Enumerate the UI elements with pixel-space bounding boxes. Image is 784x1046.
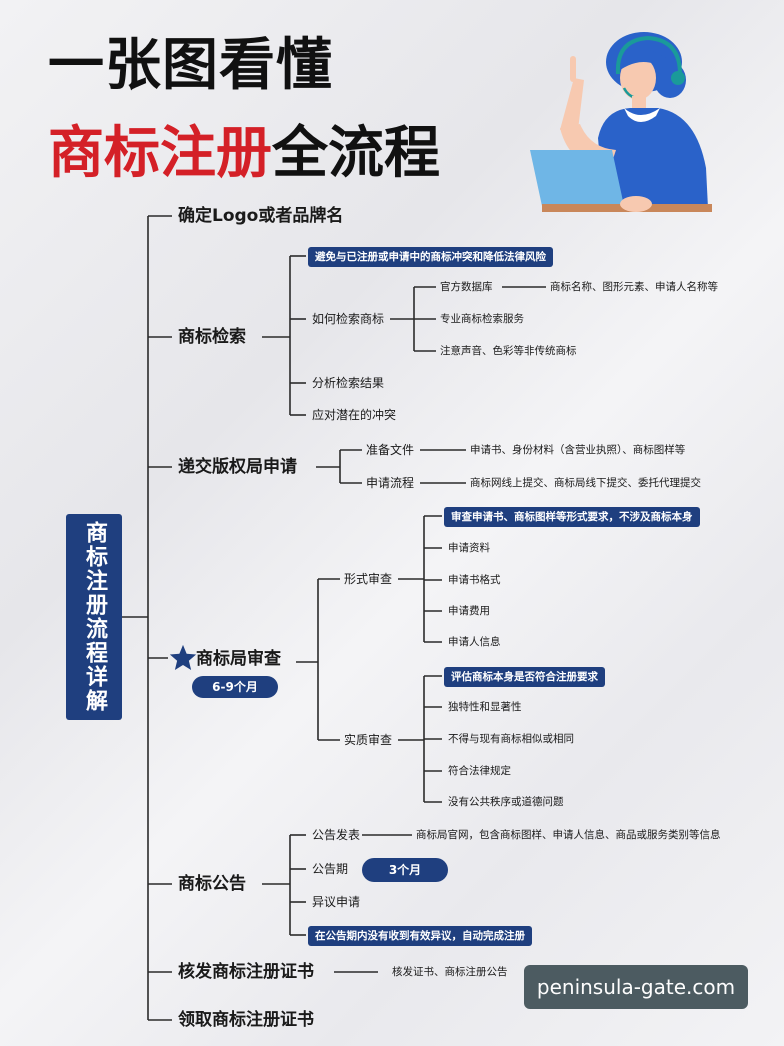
submit-process-detail: 商标网线上提交、商标局线下提交、委托代理提交 <box>470 477 701 489</box>
submit-prepare-detail: 申请书、身份材料（含营业执照）、商标图样等 <box>470 444 686 456</box>
page-subtitle: 商标注册全流程 <box>48 118 440 190</box>
review-substantive-item: 没有公共秩序或道德问题 <box>448 796 564 808</box>
step-announce: 商标公告 <box>178 874 246 894</box>
subtitle-red: 商标注册 <box>48 121 272 186</box>
review-formal-item: 申请书格式 <box>448 574 501 586</box>
step-issue: 核发商标注册证书 <box>178 962 314 982</box>
review-substantive-note: 评估商标本身是否符合注册要求 <box>444 667 605 687</box>
submit-process: 申请流程 <box>366 476 415 490</box>
review-formal-item: 申请人信息 <box>448 636 501 648</box>
announce-objection: 异议申请 <box>312 895 361 909</box>
step-review: 商标局审查 <box>196 649 281 669</box>
review-substantive-item: 独特性和显著性 <box>448 701 522 713</box>
watermark: peninsula-gate.com <box>524 965 748 1009</box>
search-note: 避免与已注册或申请中的商标冲突和降低法律风险 <box>308 247 553 267</box>
side-label: 商标注册流程详解 <box>66 514 122 720</box>
star-icon <box>168 643 198 673</box>
step-search: 商标检索 <box>178 327 246 347</box>
step-submit: 递交版权局申请 <box>178 457 297 477</box>
announce-publish-detail: 商标局官网，包含商标图样、申请人信息、商品或服务类别等信息 <box>416 829 721 841</box>
step-logo: 确定Logo或者品牌名 <box>178 206 344 226</box>
announce-note: 在公告期内没有收到有效异议，自动完成注册 <box>308 926 532 946</box>
review-formal-item: 申请费用 <box>448 605 490 617</box>
announce-period-badge: 3个月 <box>362 858 448 882</box>
search-how: 如何检索商标 <box>312 312 385 326</box>
search-official-db-detail: 商标名称、图形元素、申请人名称等 <box>550 281 718 293</box>
search-conflict: 应对潜在的冲突 <box>312 408 397 422</box>
review-substantive: 实质审查 <box>344 733 393 747</box>
step-receive: 领取商标注册证书 <box>178 1010 314 1030</box>
review-formal: 形式审查 <box>344 572 393 586</box>
announce-period: 公告期 <box>312 862 349 876</box>
search-non-traditional: 注意声音、色彩等非传统商标 <box>440 345 577 357</box>
search-analyze: 分析检索结果 <box>312 376 385 390</box>
page-title: 一张图看懂 <box>48 33 333 98</box>
review-formal-item: 申请资料 <box>448 542 490 554</box>
search-official-db: 官方数据库 <box>440 281 493 293</box>
review-substantive-item: 符合法律规定 <box>448 765 511 777</box>
submit-prepare: 准备文件 <box>366 443 415 457</box>
review-substantive-item: 不得与现有商标相似或相同 <box>448 733 574 745</box>
review-duration-badge: 6-9个月 <box>192 676 278 698</box>
issue-detail: 核发证书、商标注册公告 <box>392 966 508 978</box>
subtitle-black: 全流程 <box>272 121 440 186</box>
search-pro-service: 专业商标检索服务 <box>440 313 524 325</box>
customer-service-illustration <box>530 32 712 212</box>
review-formal-note: 审查申请书、商标图样等形式要求，不涉及商标本身 <box>444 507 700 527</box>
announce-publish: 公告发表 <box>312 828 361 842</box>
